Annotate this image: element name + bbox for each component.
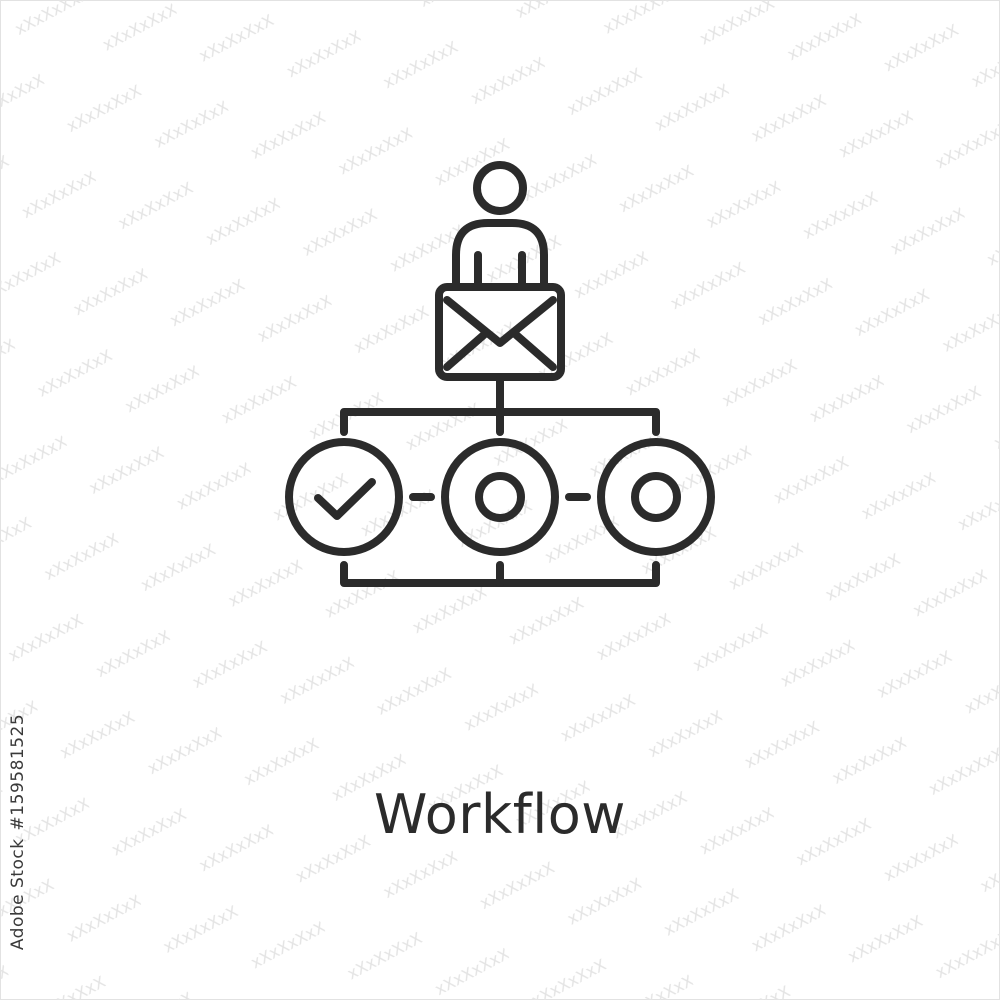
envelope-fold-right [510,329,557,371]
stock-brand: Adobe Stock [8,838,28,951]
workflow-icon [285,161,715,587]
step-pending-circle-1 [441,438,559,556]
stock-number: #159581525 [8,713,28,831]
person-body-icon [452,219,548,289]
step-pending-circle-2 [597,438,715,556]
step-inner-circle-2 [631,472,681,522]
check-icon [314,478,376,520]
connector-top-branch [340,408,660,436]
caption-title: Workflow [374,783,626,846]
step-inner-circle-1 [475,472,525,522]
step-done-circle [285,438,403,556]
envelope-icon [435,283,565,381]
stock-id-label: Adobe Stock #159581525 [8,702,32,962]
person-head-icon [473,161,527,215]
envelope-fold-left [443,329,490,371]
envelope-flap [443,296,557,347]
